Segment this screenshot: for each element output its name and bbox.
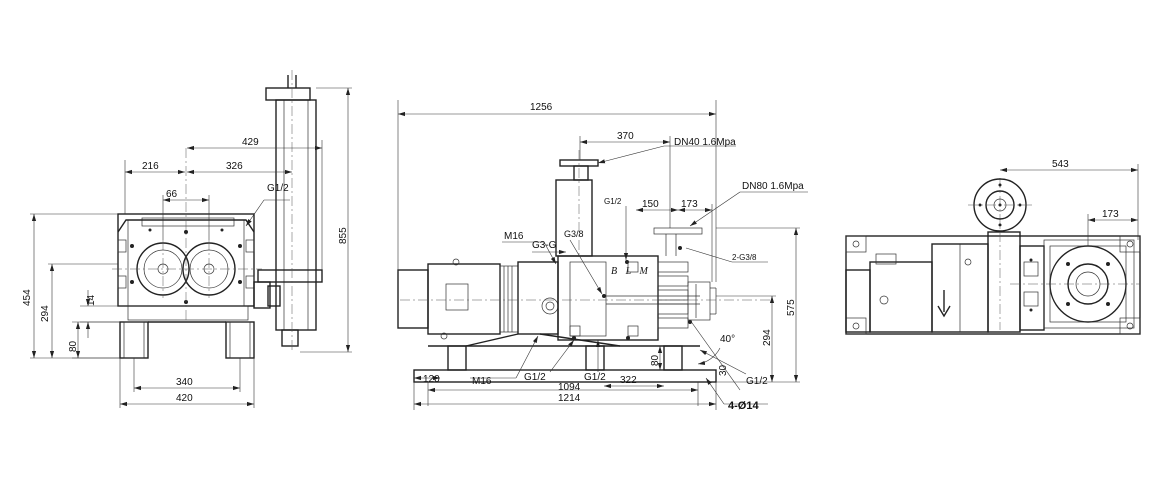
top-dim-543: 543 <box>1052 159 1069 170</box>
front-dim-1256: 1256 <box>530 102 553 113</box>
front-dim-30: 30 <box>718 364 729 376</box>
front-label-g38: G3/8 <box>564 229 584 239</box>
front-motor <box>427 263 501 335</box>
top-view: 543 173 <box>845 159 1141 335</box>
front-view: B L M 1256 <box>397 100 808 412</box>
front-label-m16-bot: M16 <box>472 376 492 387</box>
side-dim-66: 66 <box>166 189 178 200</box>
front-dim-575: 575 <box>786 299 797 316</box>
side-dim-420: 420 <box>176 393 193 404</box>
side-dim-294: 294 <box>40 305 51 322</box>
top-motor <box>869 261 933 333</box>
front-label-4holes: 4-Ø14 <box>728 400 759 412</box>
front-dim-1214: 1214 <box>558 393 581 404</box>
front-dim-370: 370 <box>617 131 634 142</box>
front-label-2g38: 2-G3/8 <box>732 253 757 262</box>
side-dim-216: 216 <box>142 161 159 172</box>
side-label-g12: G1/2 <box>267 183 289 194</box>
front-dim-150: 150 <box>642 199 659 210</box>
front-dim-1094: 1094 <box>558 382 581 393</box>
side-dim-14: 14 <box>86 294 97 306</box>
front-label-g12-b3: G1/2 <box>746 376 768 387</box>
front-label-g12-top: G1/2 <box>604 197 622 206</box>
front-cooler-column <box>555 179 593 257</box>
front-dim-80: 80 <box>650 354 661 366</box>
front-dim-322: 322 <box>620 375 637 386</box>
front-label-g12-b1: G1/2 <box>524 372 546 383</box>
front-dim-173: 173 <box>681 199 698 210</box>
front-base-rail <box>413 369 717 383</box>
front-label-g12-b2: G1/2 <box>584 372 606 383</box>
side-dim-340: 340 <box>176 377 193 388</box>
side-dim-855: 855 <box>338 227 349 244</box>
side-dim-454: 454 <box>22 289 33 306</box>
front-nameplate: B L M <box>611 266 651 277</box>
side-view: 216 326 429 66 G1/2 454 294 14 80 855 <box>22 70 352 408</box>
top-pump-body <box>987 231 1021 333</box>
side-dim-429: 429 <box>242 137 259 148</box>
top-dim-173: 173 <box>1102 209 1119 220</box>
side-dim-326: 326 <box>226 161 243 172</box>
side-cooler-column <box>275 99 317 331</box>
front-label-dn80: DN80 1.6Mpa <box>742 181 804 192</box>
front-label-40deg: 40° <box>720 334 735 345</box>
front-dim-294: 294 <box>762 329 773 346</box>
front-label-g3g: G3-G <box>532 240 557 251</box>
front-motor-fan-cover <box>397 269 429 329</box>
front-dim-120: 120 <box>423 374 440 385</box>
top-base-frame <box>845 235 1141 335</box>
front-label-dn40: DN40 1.6Mpa <box>674 137 736 148</box>
side-dim-80: 80 <box>68 340 79 352</box>
front-label-m16-top: M16 <box>504 231 524 242</box>
